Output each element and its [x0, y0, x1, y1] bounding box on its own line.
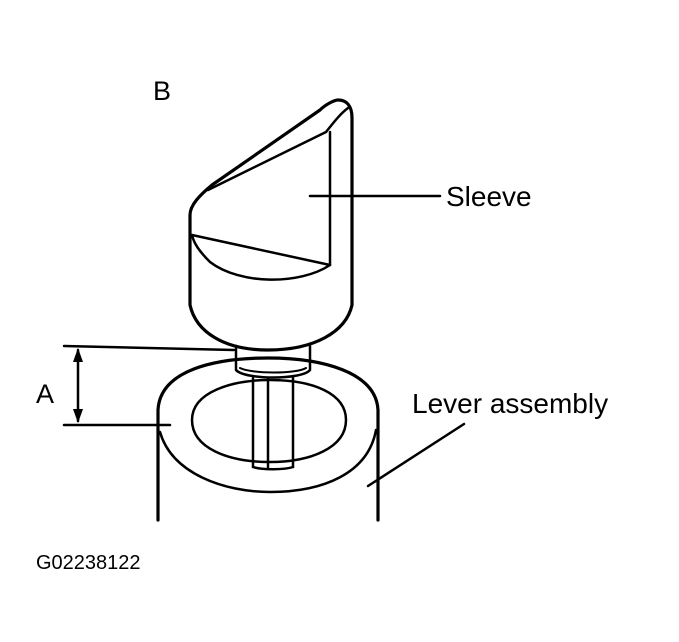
collar-lower-ring	[239, 367, 307, 374]
shaft-base	[251, 465, 295, 471]
lever-assembly-label: Lever assembly	[412, 388, 608, 419]
lever-assembly-leader-line	[366, 422, 466, 488]
dimension-a-arrow-top	[73, 348, 83, 362]
dimension-a-arrow-bottom	[73, 409, 83, 423]
lever-assembly-inner-bore	[190, 378, 348, 464]
dimension-a	[62, 344, 236, 427]
collar-body	[234, 344, 312, 379]
sleeve-cut-face	[190, 233, 332, 281]
sleeve-bevel-edge	[206, 130, 328, 192]
view-label-b: B	[153, 76, 171, 106]
lever-assembly-outer-rim	[156, 356, 380, 522]
dimension-label-a: A	[36, 379, 54, 409]
lever-assembly	[156, 356, 380, 522]
figure-code: G02238122	[36, 552, 141, 574]
dimension-a-top-extension	[62, 344, 236, 352]
collar	[234, 344, 312, 379]
sleeve	[188, 98, 354, 352]
shaft	[251, 376, 295, 471]
sleeve-label: Sleeve	[446, 181, 532, 212]
sleeve-outline	[188, 98, 354, 352]
sleeve-top-facet	[324, 106, 350, 134]
lever-assembly-front-rim	[158, 428, 378, 494]
